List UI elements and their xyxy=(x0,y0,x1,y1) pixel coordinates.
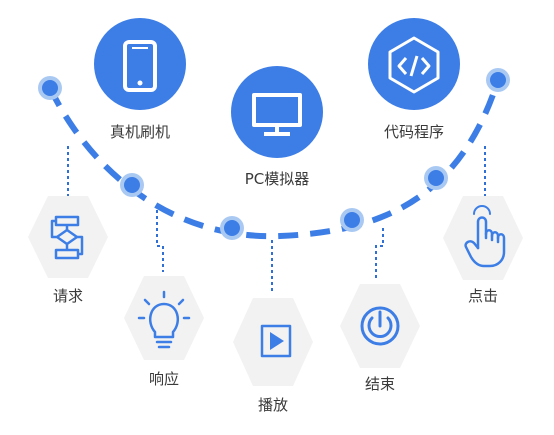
label-zhenji-shuaji: 真机刷机 xyxy=(109,123,170,141)
flowchart-icon xyxy=(50,215,84,260)
monitor-icon xyxy=(252,93,302,136)
arc-node-2 xyxy=(120,173,144,197)
label-bofang: 播放 xyxy=(257,396,288,414)
hexagon-xiangying xyxy=(124,276,204,360)
arc-nodes xyxy=(38,68,510,240)
tap-hand-icon xyxy=(464,205,506,268)
power-icon xyxy=(360,306,400,346)
play-icon xyxy=(260,324,292,358)
timeline-arc xyxy=(47,79,501,240)
hexagon-dianji xyxy=(443,196,523,280)
hexagon-jieshu xyxy=(340,284,420,368)
smartphone-icon xyxy=(123,40,157,92)
top-circle-phone xyxy=(94,18,186,110)
hexagon-bofang xyxy=(233,298,313,386)
label-qingqiu: 请求 xyxy=(52,287,83,305)
label-dianji: 点击 xyxy=(467,287,498,305)
hexagon-qingqiu xyxy=(28,196,108,278)
arc-node-3 xyxy=(220,216,244,240)
label-pc-moniqi: PC模拟器 xyxy=(244,170,310,188)
arc-node-4 xyxy=(340,208,364,232)
top-circle-code xyxy=(368,18,460,110)
connector-jieshu xyxy=(375,228,384,280)
code-icon xyxy=(388,36,440,94)
arc-node-5 xyxy=(424,166,448,190)
arc-node-6 xyxy=(486,68,510,92)
connector-xiangying xyxy=(156,210,164,272)
top-circle-monitor xyxy=(231,66,323,158)
label-jieshu: 结束 xyxy=(364,375,395,393)
lightbulb-icon xyxy=(137,290,191,349)
label-xiangying: 响应 xyxy=(148,370,179,388)
arc-node-1 xyxy=(38,76,62,100)
label-daima-chengxu: 代码程序 xyxy=(383,123,444,141)
